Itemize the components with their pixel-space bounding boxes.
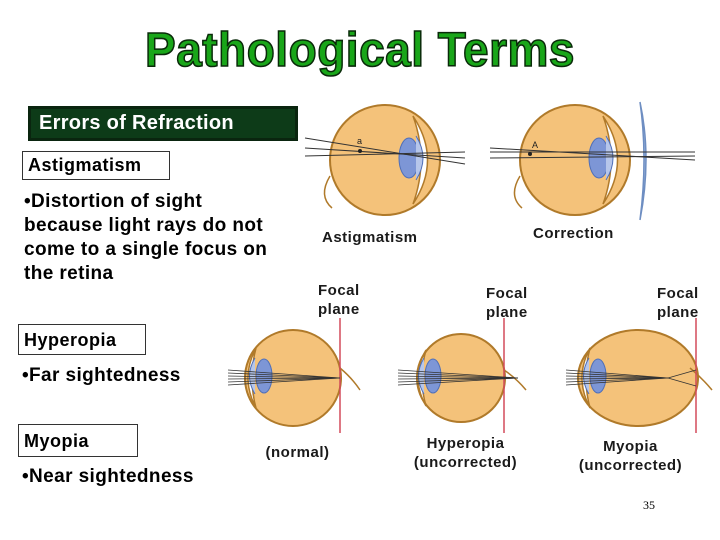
corrective-lens [639, 101, 647, 221]
slide-title: Pathological Terms [144, 21, 575, 77]
page-number: 35 [643, 498, 655, 512]
focal-plane-label-2: Focal plane [486, 285, 528, 321]
hyperopia-term-label: Hyperopia [18, 324, 146, 355]
section-banner: Errors of Refraction [28, 106, 298, 141]
astigmatism-definition: •Distortion of sight because light rays … [24, 191, 268, 284]
normal-eye-diagram [228, 318, 361, 433]
focal-plane-label-3: Focal plane [657, 285, 699, 321]
correction-figure-caption: Correction [533, 225, 614, 242]
hyperopia-figure-caption: Hyperopia (uncorrected) [413, 435, 518, 471]
myopia-eye-diagram [565, 318, 713, 433]
myopia-figure-caption: Myopia (uncorrected) [578, 438, 683, 474]
point-a-label: a [357, 136, 362, 146]
astigmatism-eye-diagram: a [304, 104, 466, 216]
point-A-label: A [532, 140, 538, 150]
astigmatism-term-label: Astigmatism [22, 151, 170, 180]
astigmatism-diagrams: a A [304, 101, 696, 221]
refraction-eye-diagrams [228, 318, 713, 433]
focal-plane-label-1: Focal plane [318, 282, 360, 318]
astigmatism-figure-caption: Astigmatism [322, 229, 418, 246]
correction-eye-diagram: A [489, 101, 696, 221]
normal-figure-caption: (normal) [265, 444, 330, 461]
myopia-term-label: Myopia [18, 424, 138, 457]
myopia-definition: •Near sightedness [22, 466, 194, 487]
hyperopia-definition: •Far sightedness [22, 365, 181, 386]
hyperopia-eye-diagram [397, 318, 527, 433]
